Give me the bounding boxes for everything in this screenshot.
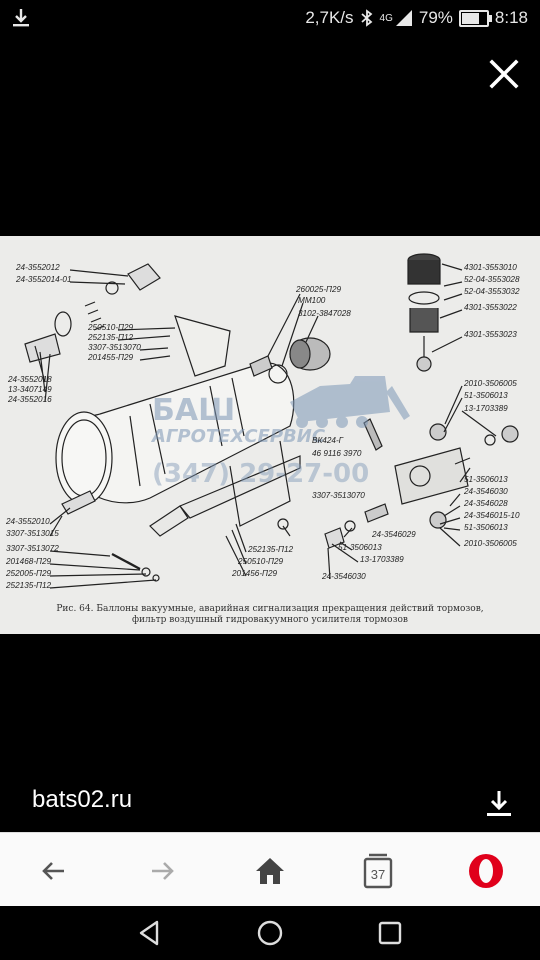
part-label: 51-3506013 [464, 391, 508, 400]
part-label: 13-3407149 [8, 385, 52, 394]
download-notification-icon [13, 9, 29, 27]
part-label: 252005-П29 [5, 569, 52, 578]
part-label: 24-3546028 [463, 499, 508, 508]
part-label: 252135-П12 [247, 545, 294, 554]
back-triangle-icon[interactable] [133, 916, 167, 950]
part-label: 24-3546030 [463, 487, 508, 496]
part-label: 201468-П29 [5, 557, 52, 566]
part-label: 24-3552012 [15, 263, 60, 272]
part-label: 250510-П29 [87, 323, 134, 332]
tabs-count: 37 [371, 867, 385, 882]
part-label: 201456-П29 [231, 569, 278, 578]
part-label: 252135-П12 [87, 333, 134, 342]
watermark-line1: БАШ [152, 393, 235, 428]
part-label: ММ100 [298, 296, 326, 305]
part-label: 250510-П29 [237, 557, 284, 566]
part-label: 3307-3513070 [88, 343, 141, 352]
download-icon[interactable] [484, 788, 514, 820]
part-label: 3307-3513072 [6, 544, 59, 553]
part-label: 51-3506013 [464, 523, 508, 532]
part-label: 13-1703389 [360, 555, 404, 564]
part-label: 51-3506013 [464, 475, 508, 484]
clock: 8:18 [494, 8, 528, 27]
back-arrow-icon[interactable] [34, 851, 74, 891]
tabs-icon[interactable]: 37 [358, 851, 398, 891]
part-label: 3307-3513015 [6, 529, 59, 538]
opera-icon[interactable] [466, 851, 506, 891]
part-label: 52-04-3553032 [464, 287, 520, 296]
source-site-label[interactable]: bats02.ru [32, 786, 133, 813]
part-label: 4301-3553022 [464, 303, 517, 312]
part-label: 24-3552018 [7, 375, 52, 384]
system-navigation-bar [0, 906, 540, 960]
bluetooth-icon [360, 9, 372, 27]
part-label: 2010-3506005 [463, 539, 517, 548]
part-label: 252135-П12 [5, 581, 52, 590]
part-label: 24-3552010 [5, 517, 50, 526]
part-label: 52-04-3553028 [464, 275, 520, 284]
part-label: 24-3546030 [321, 572, 366, 581]
part-label: 4301-3553010 [464, 263, 517, 272]
part-label: 13-1703389 [464, 404, 508, 413]
forward-arrow-icon[interactable] [142, 851, 182, 891]
net-speed: 2,7K/s [305, 8, 354, 27]
part-label: 51-3506013 [338, 543, 382, 552]
watermark-line2: АГРОТЕХСЕРВИС [150, 426, 326, 447]
part-label: 24-3552016 [7, 395, 52, 404]
part-label: 2010-3506005 [463, 379, 517, 388]
parts-diagram-image: БАШ АГРОТЕХСЕРВИС (347) 29-27-00 24-3552… [0, 236, 540, 634]
part-label: 260025-П29 [295, 285, 342, 294]
battery-percent: 79% [418, 8, 453, 27]
caption-line2: фильтр воздушный гидровакуумного усилите… [132, 615, 408, 625]
part-label: ВК424-Г [312, 436, 344, 445]
recents-square-icon[interactable] [373, 916, 407, 950]
part-label: 3307-3513070 [312, 491, 365, 500]
part-label: 3102-3847028 [298, 309, 351, 318]
status-bar: 2,7K/s 4G 79% 8:18 [0, 0, 540, 36]
caption-line1: Рис. 64. Баллоны вакуумные, аварийная си… [56, 604, 484, 614]
battery-icon [458, 9, 492, 27]
part-label: 24-3546029 [371, 530, 416, 539]
part-label: 24-3552014-01 [15, 275, 72, 284]
part-label: 201455-П29 [87, 353, 134, 362]
status-icons: 2,7K/s 4G 79% 8:18 [305, 0, 528, 36]
home-icon[interactable] [250, 851, 290, 891]
signal-icon [395, 10, 412, 26]
part-label: 4301-3553023 [464, 330, 517, 339]
part-label: 46 9116 3970 [312, 449, 362, 458]
home-circle-icon[interactable] [253, 916, 287, 950]
part-label: 24-3546015-10 [463, 511, 520, 520]
close-icon[interactable] [482, 52, 526, 96]
browser-toolbar: 37 [0, 832, 540, 907]
watermark-line3: (347) 29-27-00 [152, 459, 369, 489]
figure-caption: Рис. 64. Баллоны вакуумные, аварийная си… [0, 604, 540, 626]
image-source-bar: bats02.ru [0, 770, 540, 832]
network-type: 4G [379, 12, 393, 24]
